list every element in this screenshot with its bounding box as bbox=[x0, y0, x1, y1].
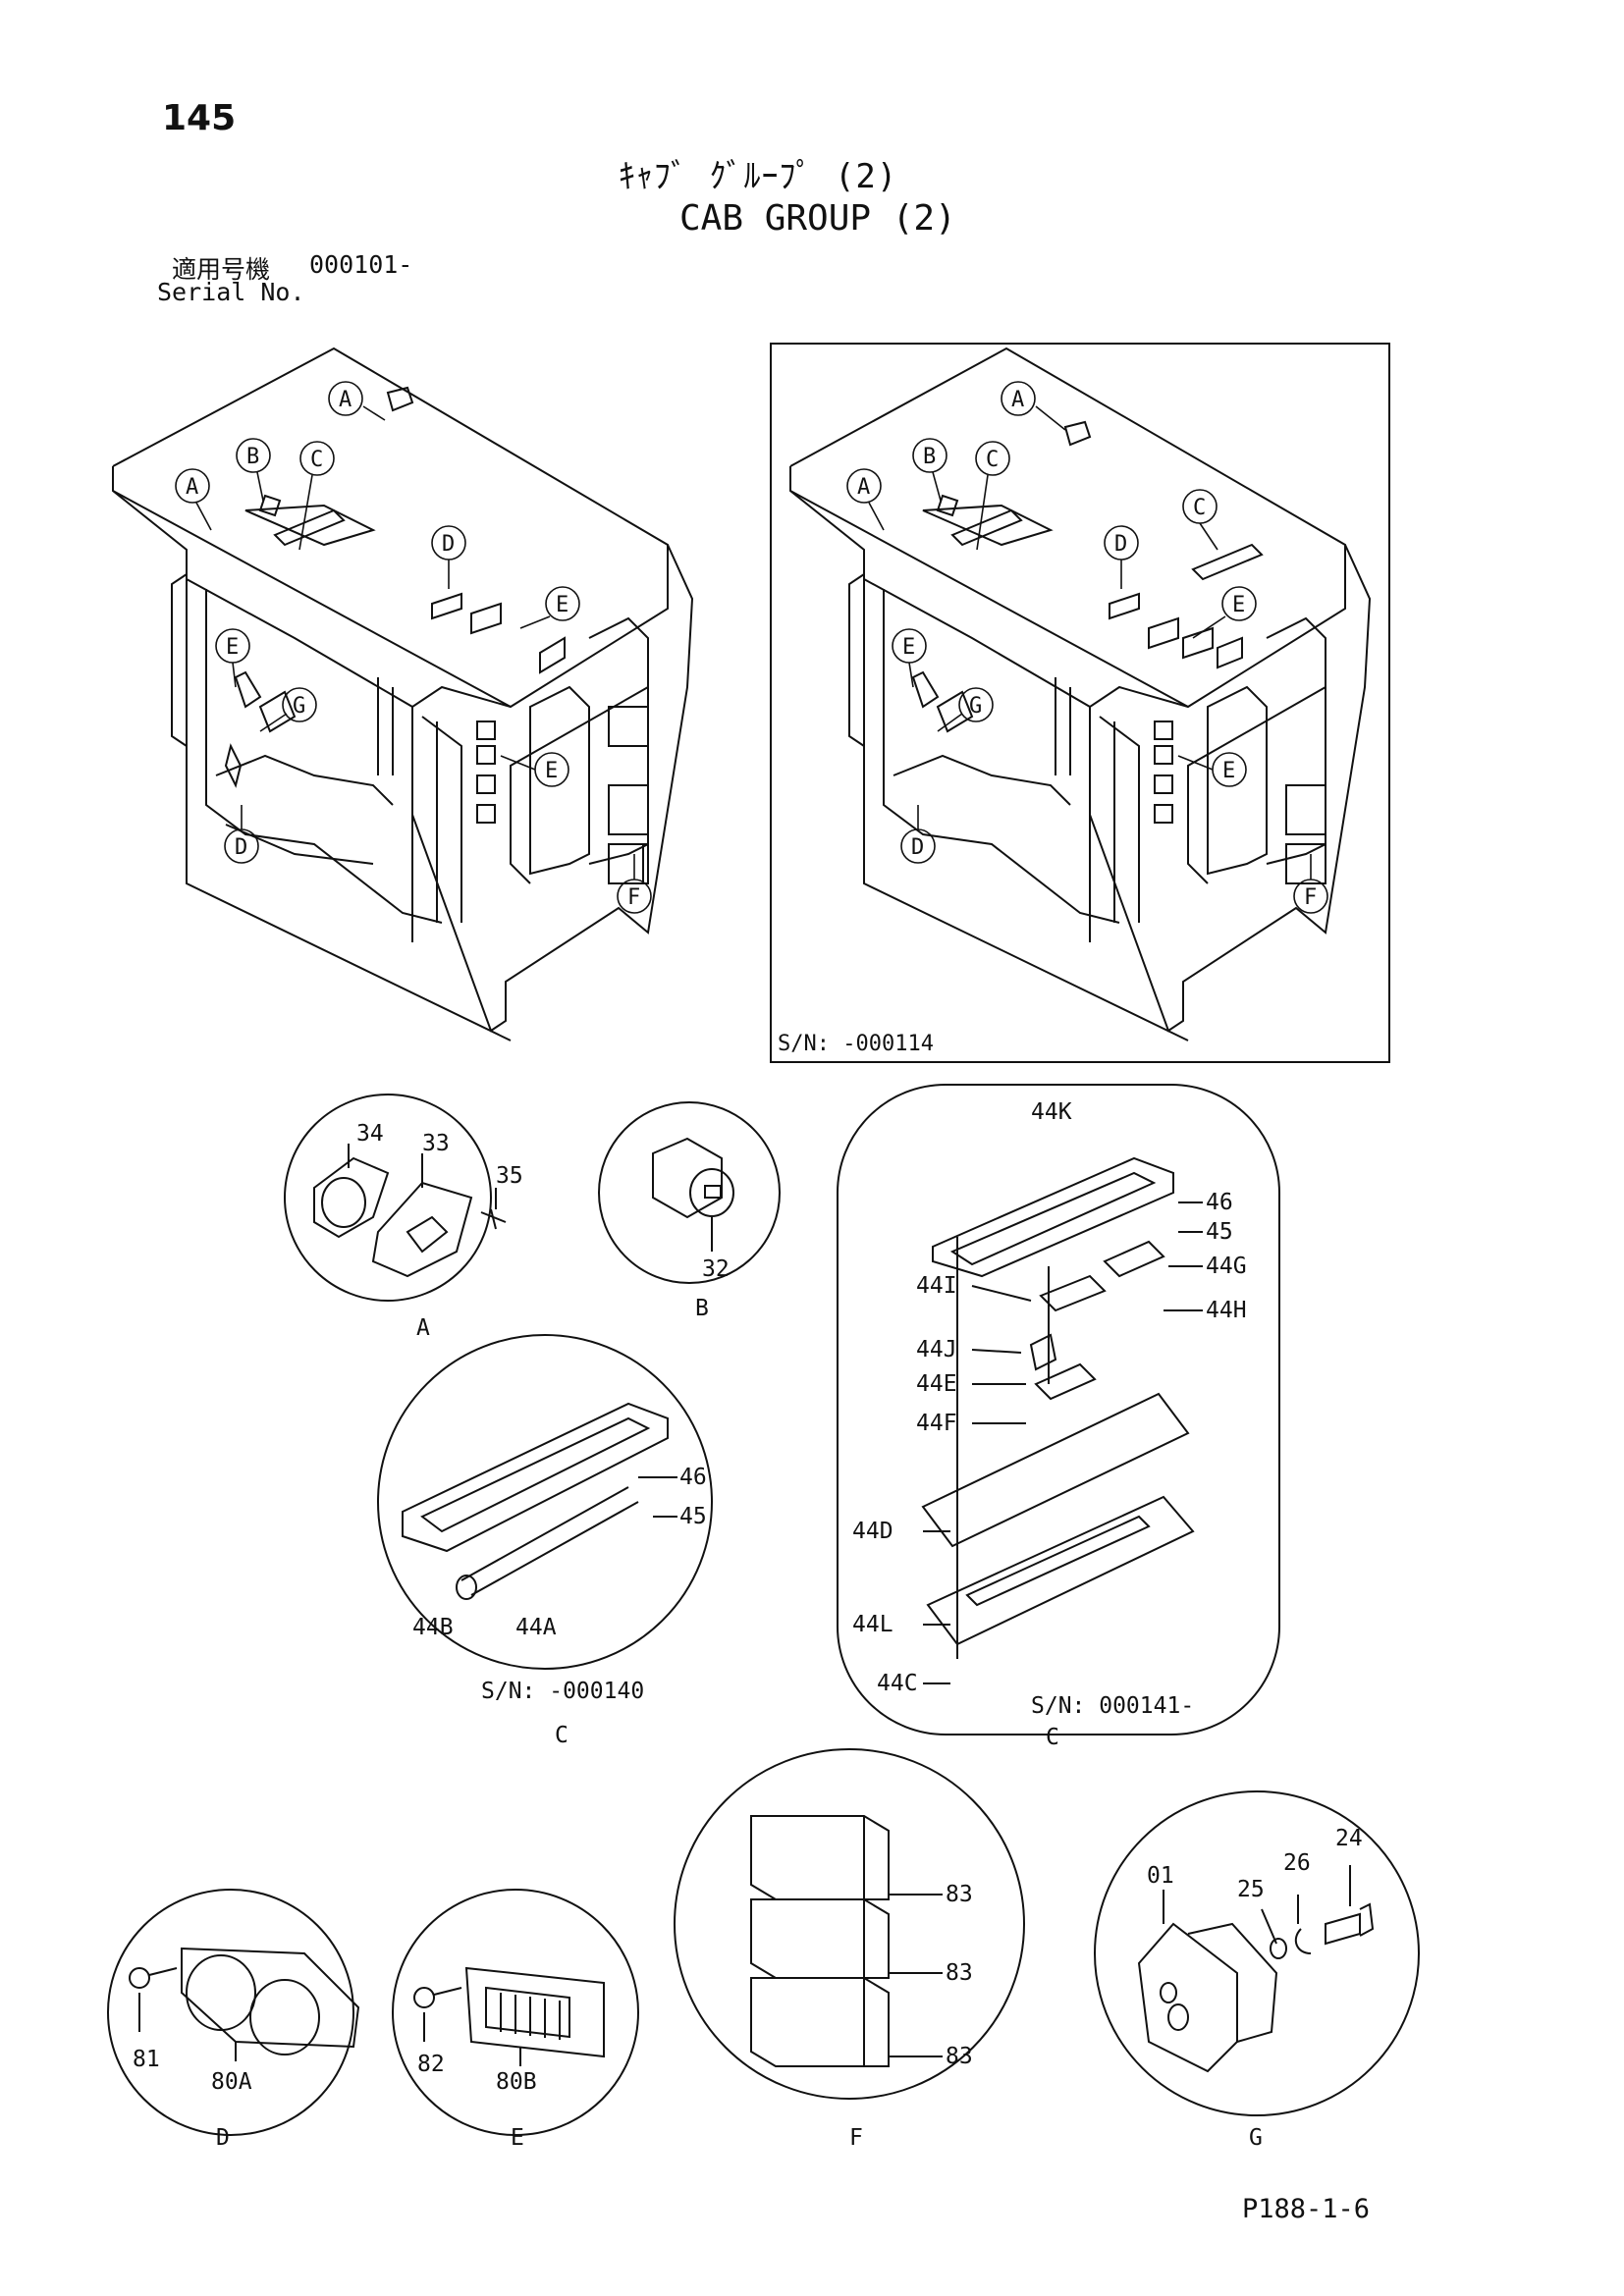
callout-c: C bbox=[310, 448, 323, 472]
part-45: 45 bbox=[679, 1504, 707, 1529]
serial-value: 000101- bbox=[309, 250, 413, 279]
cab-callouts-left bbox=[175, 381, 652, 914]
title-japanese: ｷｬﾌﾞ ｸﾞﾙｰﾌﾟ (2) bbox=[619, 157, 898, 196]
part-45: 45 bbox=[1206, 1219, 1233, 1245]
callout-e: E bbox=[545, 759, 558, 783]
part-44h: 44H bbox=[1206, 1298, 1247, 1323]
callout-b: B bbox=[246, 445, 259, 469]
detail-c-old-serial: S/N: -000140 bbox=[481, 1679, 644, 1704]
part-83: 83 bbox=[946, 1882, 973, 1907]
callout-e: E bbox=[556, 593, 568, 617]
part-46: 46 bbox=[679, 1465, 707, 1490]
part-44l: 44L bbox=[852, 1612, 893, 1637]
callout-f: F bbox=[627, 885, 640, 910]
part-44f: 44F bbox=[916, 1411, 957, 1436]
callout-d: D bbox=[1114, 532, 1127, 557]
detail-a-labels: 34 33 35 A bbox=[356, 1121, 523, 1341]
callout-a: A bbox=[1011, 388, 1024, 412]
part-44b: 44B bbox=[412, 1615, 454, 1640]
part-35: 35 bbox=[496, 1163, 523, 1189]
callout-f: F bbox=[1304, 885, 1317, 910]
cab-drawing-right bbox=[789, 347, 1372, 1041]
part-01: 01 bbox=[1147, 1863, 1174, 1889]
page-number: 145 bbox=[162, 98, 237, 138]
callout-c: C bbox=[986, 448, 999, 472]
callout-d: D bbox=[442, 532, 455, 557]
part-32: 32 bbox=[702, 1256, 730, 1282]
callout-d: D bbox=[911, 835, 924, 860]
part-81: 81 bbox=[133, 2047, 160, 2072]
part-83: 83 bbox=[946, 1960, 973, 1986]
detail-c-new-labels: 44K 46 45 44G 44H 44I 44J 44E 44F 44D 44… bbox=[852, 1099, 1247, 1750]
part-80b: 80B bbox=[496, 2069, 537, 2095]
detail-letter-g: G bbox=[1249, 2125, 1263, 2151]
part-34: 34 bbox=[356, 1121, 384, 1147]
callout-e: E bbox=[1222, 759, 1235, 783]
callout-b: B bbox=[923, 445, 936, 469]
detail-letter-f: F bbox=[849, 2125, 863, 2151]
detail-letter-c: C bbox=[555, 1723, 568, 1748]
part-24: 24 bbox=[1335, 1826, 1363, 1851]
detail-f-labels: 83 83 83 F bbox=[849, 1882, 973, 2151]
part-83: 83 bbox=[946, 2044, 973, 2069]
detail-c-new-serial: S/N: 000141- bbox=[1031, 1693, 1194, 1719]
callout-g: G bbox=[293, 694, 305, 719]
detail-f bbox=[674, 1748, 1025, 2100]
cab-callout-letters-left: A A B C D E E G E D F bbox=[186, 388, 640, 910]
part-80a: 80A bbox=[211, 2069, 252, 2095]
detail-a bbox=[284, 1094, 507, 1302]
detail-c-new bbox=[921, 1156, 1203, 1684]
drawing-code: P188-1-6 bbox=[1242, 2194, 1371, 2224]
serial-label-japanese: 適用号機 bbox=[172, 255, 271, 284]
detail-letter-a: A bbox=[416, 1315, 430, 1341]
part-44c: 44C bbox=[877, 1671, 918, 1696]
part-44e: 44E bbox=[916, 1371, 957, 1397]
callout-e: E bbox=[226, 635, 239, 660]
part-44g: 44G bbox=[1206, 1254, 1247, 1279]
part-44a: 44A bbox=[515, 1615, 557, 1640]
detail-letter-e: E bbox=[511, 2125, 524, 2151]
part-26: 26 bbox=[1283, 1850, 1311, 1876]
detail-letter-d: D bbox=[216, 2125, 230, 2151]
part-44d: 44D bbox=[852, 1519, 893, 1544]
serial-label-english: Serial No. bbox=[157, 278, 305, 306]
detail-c-new-frame bbox=[837, 1084, 1280, 1735]
cab-drawing-left bbox=[112, 347, 694, 1041]
part-33: 33 bbox=[422, 1131, 450, 1156]
part-25: 25 bbox=[1237, 1877, 1265, 1902]
detail-c-old bbox=[377, 1334, 713, 1670]
title-english: CAB GROUP (2) bbox=[679, 198, 956, 239]
callout-a: A bbox=[857, 475, 870, 500]
part-44i: 44I bbox=[916, 1273, 957, 1299]
detail-letter-b: B bbox=[695, 1296, 709, 1321]
callout-d: D bbox=[235, 835, 247, 860]
part-46: 46 bbox=[1206, 1190, 1233, 1215]
detail-d-labels: 81 80A D bbox=[133, 2047, 252, 2151]
detail-c-old-labels: 46 45 44B 44A S/N: -000140 C bbox=[412, 1465, 707, 1748]
callout-a: A bbox=[186, 475, 198, 500]
detail-d bbox=[107, 1889, 360, 2136]
detail-e-labels: 82 80B E bbox=[417, 2052, 537, 2151]
part-44j: 44J bbox=[916, 1337, 957, 1362]
callout-g: G bbox=[969, 694, 982, 719]
detail-b bbox=[598, 1101, 781, 1284]
callout-a: A bbox=[339, 388, 352, 412]
cab-callouts-right bbox=[846, 381, 1328, 914]
callout-e: E bbox=[902, 635, 915, 660]
callout-e: E bbox=[1232, 593, 1245, 617]
detail-g bbox=[1094, 1790, 1420, 2116]
callout-c: C bbox=[1193, 496, 1206, 520]
part-44k: 44K bbox=[1031, 1099, 1072, 1125]
detail-e bbox=[392, 1889, 639, 2136]
cab-callout-letters-right: A A B C C D E E G E D F bbox=[857, 388, 1317, 910]
inset-serial: S/N: -000114 bbox=[778, 1032, 934, 1056]
part-82: 82 bbox=[417, 2052, 445, 2077]
detail-g-labels: 01 25 26 24 G bbox=[1147, 1826, 1363, 2151]
inset-frame bbox=[770, 343, 1390, 1063]
detail-letter-c: C bbox=[1046, 1725, 1059, 1750]
detail-b-labels: 32 B bbox=[695, 1256, 730, 1321]
